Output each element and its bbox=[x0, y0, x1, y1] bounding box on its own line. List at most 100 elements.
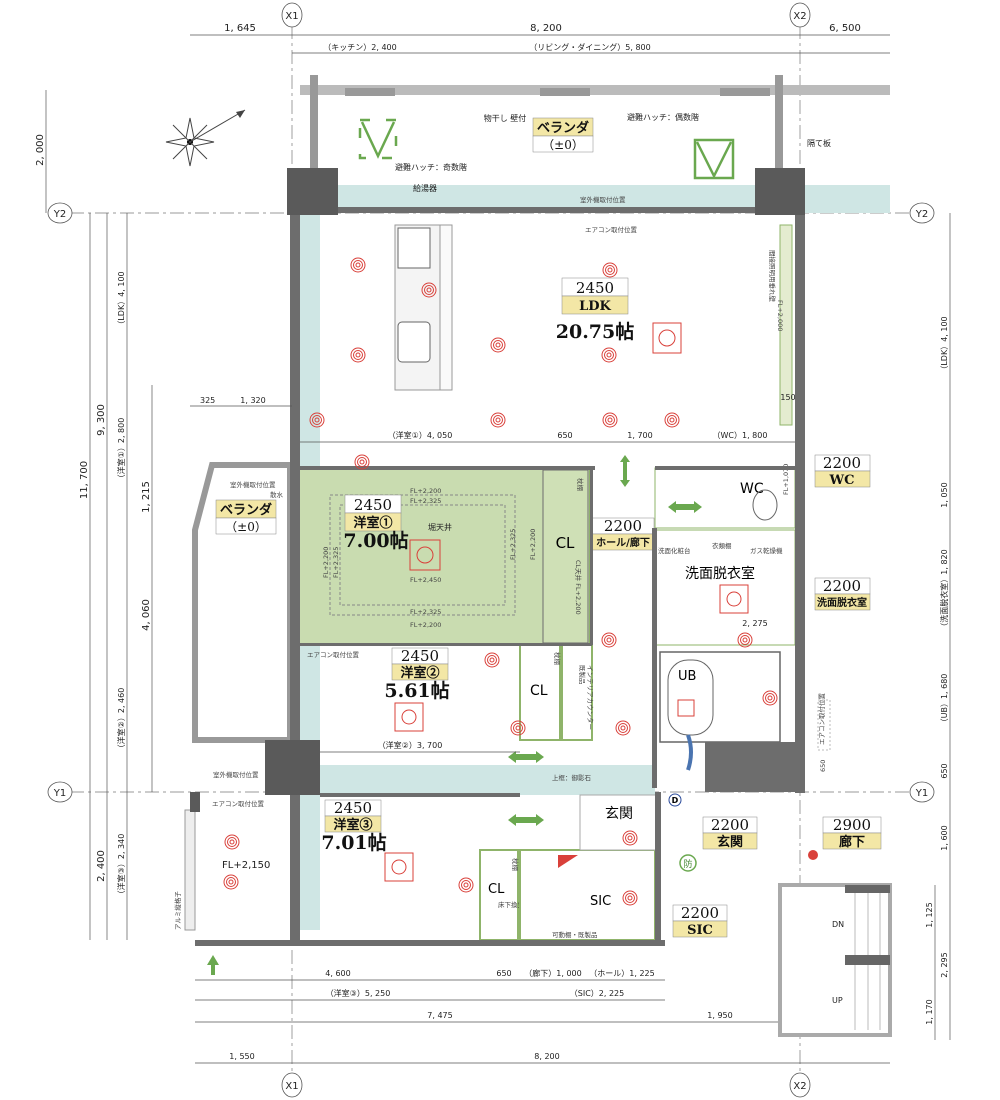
downlight-icon bbox=[601, 632, 617, 648]
annotation: FL+2,150 bbox=[222, 860, 270, 871]
hatch-even-icon bbox=[693, 138, 735, 180]
annotation: 避難ハッチ：奇数階 bbox=[395, 162, 467, 172]
dimension-label: 8, 200 bbox=[530, 23, 562, 34]
annotation: FL+2,325 bbox=[410, 497, 441, 505]
room-name: SIC bbox=[687, 923, 713, 938]
downlight-icon bbox=[484, 652, 500, 668]
hatch-odd-icon bbox=[358, 118, 398, 160]
dimension-label: 1, 215 bbox=[141, 481, 152, 513]
downlight-icon bbox=[350, 257, 366, 273]
downlight-icon bbox=[495, 417, 501, 423]
downlight-icon bbox=[487, 655, 497, 665]
room-height: 2450 bbox=[401, 647, 439, 665]
room-level: （±0） bbox=[542, 138, 584, 152]
annotation: 散水 bbox=[270, 490, 284, 499]
wc-label: WC bbox=[740, 481, 764, 497]
dimension-label: 1, 125 bbox=[925, 902, 934, 927]
downlight-icon bbox=[229, 839, 235, 845]
dimension-label: （WC）1, 800 bbox=[713, 431, 768, 440]
dimension-label: 1, 170 bbox=[925, 999, 934, 1024]
downlight-icon bbox=[309, 412, 325, 428]
dimensions-top: 1, 645 8, 200 6, 500 （キッチン）2, 400 （リビング・… bbox=[190, 23, 890, 54]
downlight-icon bbox=[224, 834, 240, 850]
dimension-label: 1, 320 bbox=[240, 396, 265, 405]
annotation: エアコン取付位置 bbox=[817, 693, 826, 746]
downlight-icon bbox=[490, 412, 506, 428]
dimension-label: （洋室①）2, 800 bbox=[116, 418, 126, 483]
downlight-icon bbox=[607, 417, 613, 423]
annotation: 衣類棚 bbox=[712, 541, 732, 550]
annotation: エアコン取付位置 bbox=[585, 225, 638, 234]
grid-label: Y2 bbox=[53, 209, 66, 220]
annotation: FL+1,070 bbox=[782, 464, 790, 495]
downlight-icon bbox=[426, 287, 432, 293]
downlight-icon bbox=[312, 415, 322, 425]
closet-label: CL bbox=[488, 882, 505, 897]
downlight-icon bbox=[513, 723, 523, 733]
dimension-label: （UB）1, 680 bbox=[940, 674, 949, 727]
room-height: 2200 bbox=[823, 577, 861, 595]
entrance-label: 玄関 bbox=[605, 805, 633, 822]
dimension-label: 150 bbox=[780, 393, 795, 402]
dimension-label: （洗面脱衣室）1, 820 bbox=[939, 549, 949, 630]
downlight-icon bbox=[461, 880, 471, 890]
dimension-label: 2, 275 bbox=[742, 619, 767, 628]
dimension-label: 1, 645 bbox=[224, 23, 256, 34]
room-name: ベランダ bbox=[537, 120, 589, 136]
passage-arrow-icon bbox=[668, 501, 702, 513]
downlight-icon bbox=[314, 417, 320, 423]
room-bedroom-2: CL 既製品 インテリアカウンター 枕棚 2450 洋室② 5.61帖 エアコン… bbox=[300, 644, 595, 795]
dimension-label: （洋室②）3, 700 bbox=[378, 740, 443, 750]
downlight-icon bbox=[463, 882, 469, 888]
downlight-icon bbox=[767, 695, 773, 701]
corridor-floor bbox=[320, 765, 655, 795]
annotation: 室外機取付位置 bbox=[230, 480, 276, 489]
dimension-label: 650 bbox=[496, 969, 511, 978]
room-name: LDK bbox=[579, 299, 611, 314]
downlight-icon bbox=[601, 347, 617, 363]
door-d-icon: D bbox=[672, 796, 679, 805]
downlight-icon bbox=[605, 265, 615, 275]
walls bbox=[190, 168, 805, 946]
security-icon: 防 bbox=[683, 858, 692, 870]
grid-label: X1 bbox=[285, 11, 298, 22]
downlight-icon bbox=[510, 720, 526, 736]
dimension-label: 1, 950 bbox=[707, 1011, 732, 1020]
dimensions-bottom: 4, 600 650 （廊下）1, 000 （ホール）1, 225 （洋室③）5… bbox=[195, 968, 890, 1064]
annotation: FL+2,000 bbox=[776, 300, 784, 331]
annotation: 避難ハッチ：偶数階 bbox=[627, 112, 699, 122]
annotation: 床下換気 bbox=[498, 900, 525, 909]
annotation: FL+2,200 bbox=[322, 547, 330, 578]
downlight-icon bbox=[602, 412, 618, 428]
annotation: FL+2,325 bbox=[509, 529, 517, 560]
room-name: 玄関 bbox=[717, 834, 743, 850]
downlight-icon bbox=[227, 837, 237, 847]
room-height: 2200 bbox=[681, 904, 719, 922]
downlight-icon bbox=[493, 340, 503, 350]
closet-label: CL bbox=[530, 683, 548, 699]
dimension-label: （ホール）1, 225 bbox=[589, 969, 654, 978]
room-sic: SIC 可動棚・既製品 bbox=[519, 849, 656, 941]
annotation: 室外機取付位置 bbox=[213, 770, 259, 779]
annotation: 既製品 bbox=[578, 665, 587, 685]
room-ldk: 間接照明用垂れ壁 FL+2,000 室外機取付位置 エアコン取付位置 2450 … bbox=[300, 195, 795, 468]
downlight-icon bbox=[625, 893, 635, 903]
annotation: 枕棚 bbox=[576, 478, 585, 492]
arrow-up-icon bbox=[207, 955, 219, 975]
dimension-label: （洋室③）5, 250 bbox=[326, 988, 391, 998]
downlight-icon bbox=[353, 260, 363, 270]
grid-label: Y1 bbox=[53, 788, 66, 799]
annotation: FL+2,200 bbox=[410, 621, 441, 629]
room-entrance: 玄関 D 防 WH PS 2200 玄関 2900 廊下 2200 SIC bbox=[579, 734, 882, 938]
annotation: 堀天井 bbox=[428, 522, 452, 532]
downlight-icon bbox=[620, 725, 626, 731]
dimension-label: （リビング・ダイニング）5, 800 bbox=[529, 42, 650, 52]
downlight-icon bbox=[622, 830, 638, 846]
dimension-label: 6, 500 bbox=[829, 23, 861, 34]
downlight-icon bbox=[762, 690, 778, 706]
unit-bath: UB エアコン取付位置 bbox=[659, 651, 831, 751]
downlight-icon bbox=[605, 415, 615, 425]
annotation: 枕棚 bbox=[511, 858, 520, 872]
downlight-icon bbox=[515, 725, 521, 731]
downlight-icon bbox=[607, 267, 613, 273]
